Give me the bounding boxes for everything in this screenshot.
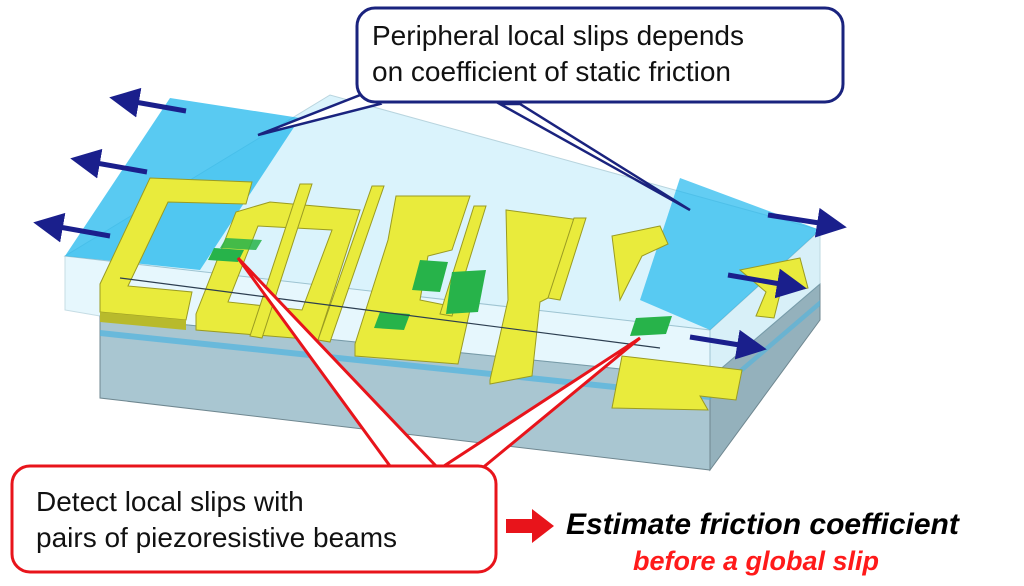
callout-peripheral-line2: on coefficient of static friction (372, 56, 731, 87)
beam-center-upper (412, 260, 448, 292)
beam-center-right (446, 270, 486, 314)
beam-pair-right (630, 316, 672, 336)
callout-peripheral-line1: Peripheral local slips depends (372, 20, 744, 51)
conclusion-main-text: Estimate friction coefficient (566, 508, 959, 541)
callout-peripheral-text: Peripheral local slips depends on coeffi… (372, 18, 744, 90)
hidden-edge (119, 277, 661, 349)
thin-beams (249, 183, 587, 343)
beam-pair-left (208, 248, 244, 262)
callout-peripheral-pointer-right (495, 102, 691, 212)
left-right-arrow-icon (33, 87, 847, 360)
force-arrow-left-2 (70, 148, 148, 179)
callout-detect (10, 256, 641, 574)
force-arrow-right-2 (727, 268, 807, 299)
force-arrow-left-3 (33, 212, 111, 243)
beam-center-lower (374, 312, 410, 330)
callout-detect-line2: pairs of piezoresistive beams (36, 522, 398, 553)
substrate-layer-stripes (100, 330, 710, 400)
right-arrow-icon (506, 509, 554, 543)
electrode-unit-1-side (100, 312, 186, 330)
piezoresistive-beams (208, 238, 672, 336)
conclusion-sub-text: before a global slip (633, 546, 880, 576)
callout-detect-line1: Detect local slips with (36, 486, 304, 517)
callout-peripheral-box (355, 6, 845, 104)
callout-detect-box (10, 464, 498, 574)
beam-pair-left-2 (220, 238, 262, 250)
electrode-unit-2 (195, 201, 361, 341)
force-arrow-left-1 (109, 87, 187, 118)
sensor-electrodes (99, 177, 809, 411)
force-arrow-right-1 (767, 207, 847, 238)
force-arrow-right-3 (689, 329, 767, 360)
callout-peripheral (257, 6, 845, 212)
callout-detect-text: Detect local slips with pairs of piezore… (36, 484, 397, 556)
electrode-unit-5 (611, 225, 743, 411)
